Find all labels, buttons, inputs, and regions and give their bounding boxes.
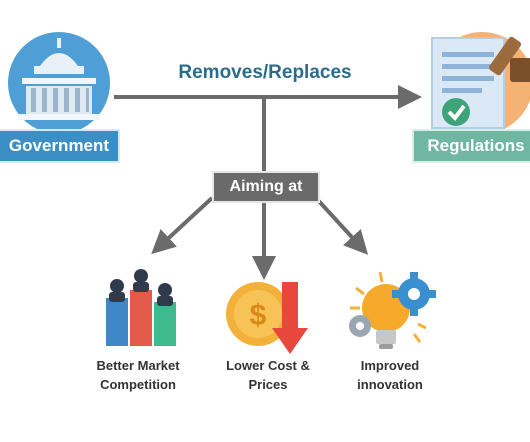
outcome-line-1: Lower Cost & [226, 358, 310, 373]
outcome-better-market-competition: Better Market Competition [78, 356, 198, 394]
outcome-line-1: Better Market [96, 358, 180, 373]
outcome-improved-innovation: Improved innovation [340, 356, 440, 394]
lightbulb-gears-icon [349, 271, 436, 349]
outcome-line-2: Prices [248, 377, 288, 392]
business-people-podium-icon [106, 269, 176, 346]
regulations-label: Regulations [412, 129, 530, 163]
outcome-line-1: Improved [360, 358, 420, 373]
regulations-document-icon [431, 32, 530, 134]
removes-replaces-label: Removes/Replaces [178, 62, 352, 83]
outcome-lower-cost-prices: Lower Cost & Prices [208, 356, 328, 394]
branch-arrow-left [151, 196, 214, 255]
government-label: Government [0, 129, 120, 163]
dollar-coin-down-arrow-icon: $ [226, 282, 308, 354]
svg-text:$: $ [250, 299, 267, 332]
branch-arrow-right [314, 196, 369, 255]
outcome-line-2: innovation [357, 377, 423, 392]
outcome-line-2: Competition [100, 377, 176, 392]
aiming-at-box: Aiming at [212, 171, 320, 203]
capitol-building-icon [8, 32, 110, 134]
